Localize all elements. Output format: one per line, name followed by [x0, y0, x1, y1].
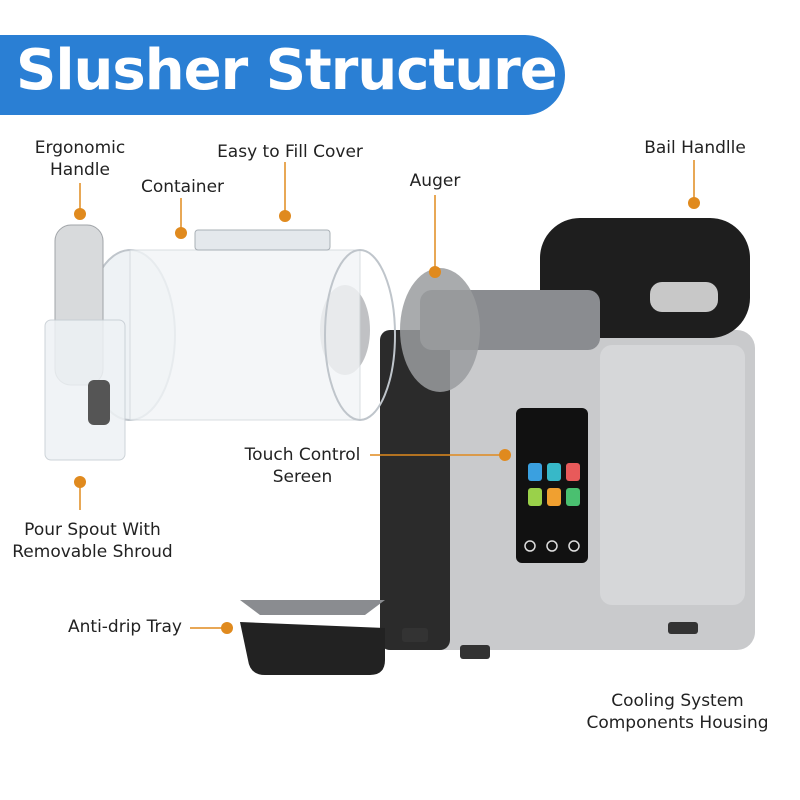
- pour-spout-shroud: [44, 319, 126, 461]
- auger: [400, 268, 480, 392]
- label-bail-handle: Bail Handlle: [644, 138, 746, 158]
- cooling-housing-panel: [600, 345, 745, 605]
- foot: [668, 622, 698, 634]
- drip-tray-grid: [240, 600, 385, 615]
- bail-handle-knob: [650, 282, 718, 312]
- page-title: Slusher Structure: [16, 38, 558, 103]
- label-easy-fill-cover: Easy to Fill Cover: [217, 142, 363, 162]
- touch-control-screen: [516, 408, 588, 563]
- label-anti-drip-tray: Anti-drip Tray: [68, 617, 182, 637]
- foot: [460, 645, 490, 659]
- fill-cover: [194, 229, 331, 251]
- callout-dots: [74, 197, 700, 634]
- label-auger: Auger: [409, 171, 461, 191]
- machine-side-black: [380, 330, 450, 650]
- foot: [402, 628, 428, 642]
- label-container: Container: [140, 177, 225, 197]
- anti-drip-tray: [240, 622, 385, 675]
- title-banner: [0, 35, 565, 115]
